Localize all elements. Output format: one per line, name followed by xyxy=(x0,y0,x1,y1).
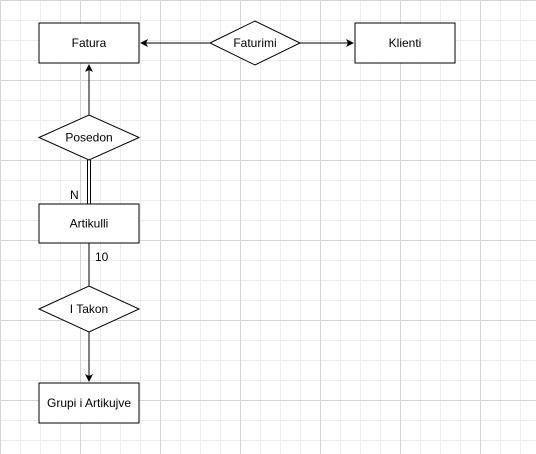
relationship-i-takon-label: I Takon xyxy=(70,302,108,316)
entity-klienti[interactable]: Klienti xyxy=(354,22,456,64)
cardinality-n-label: N xyxy=(70,188,79,202)
entity-fatura[interactable]: Fatura xyxy=(38,22,140,64)
relationship-i-takon[interactable]: I Takon xyxy=(37,285,141,333)
entity-artikulli-label: Artikulli xyxy=(70,217,109,231)
relationship-posedon[interactable]: Posedon xyxy=(37,114,141,161)
relationship-faturimi[interactable]: Faturimi xyxy=(208,20,302,66)
entity-artikulli[interactable]: Artikulli xyxy=(38,203,140,244)
relationship-faturimi-label: Faturimi xyxy=(233,36,276,50)
entity-fatura-label: Fatura xyxy=(72,36,107,50)
entity-grupi-i-artikujve[interactable]: Grupi i Artikujve xyxy=(38,382,140,424)
entity-grupi-i-artikujve-label: Grupi i Artikujve xyxy=(47,396,131,410)
entity-klienti-label: Klienti xyxy=(389,36,422,50)
relationship-posedon-label: Posedon xyxy=(65,131,112,145)
cardinality-10-label: 10 xyxy=(95,250,109,264)
